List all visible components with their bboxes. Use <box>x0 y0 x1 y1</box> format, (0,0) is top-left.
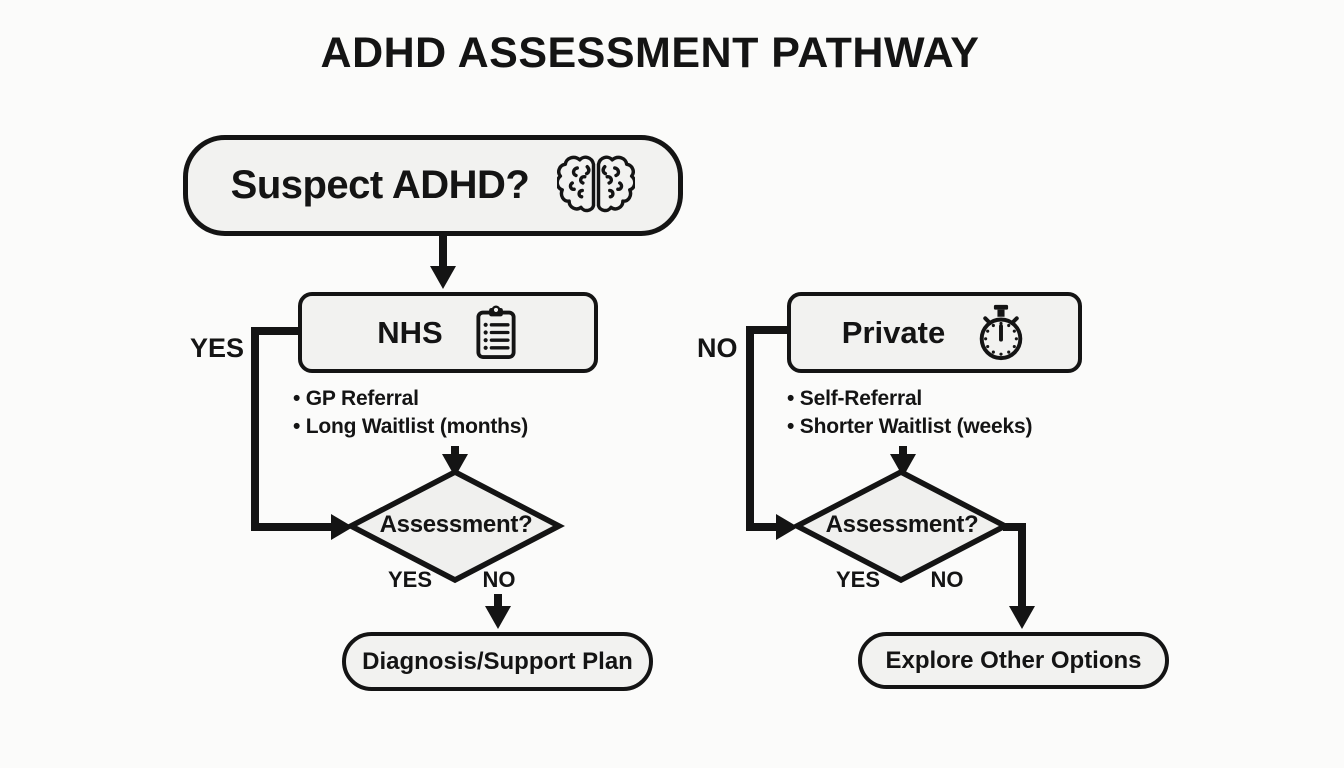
connector-assessment-to-explore <box>1003 523 1035 629</box>
nhs-bullet-list: • GP Referral • Long Waitlist (months) <box>293 385 528 440</box>
private-bullet-list: • Self-Referral • Shorter Waitlist (week… <box>787 385 1032 440</box>
nhs-assessment-diamond <box>345 468 565 584</box>
private-decision-no-label: NO <box>930 567 964 592</box>
connector-no-branch <box>746 326 798 540</box>
start-node-label: Suspect ADHD? <box>230 163 530 207</box>
nhs-bullet-item: • GP Referral <box>293 387 419 410</box>
no-branch-label: NO <box>697 333 738 363</box>
yes-branch-label: YES <box>190 333 245 363</box>
nhs-decision-yes-label: YES <box>387 567 433 592</box>
connector-assessment-to-diagnosis <box>485 594 511 629</box>
clipboard-icon <box>476 305 516 359</box>
diagnosis-support-plan-node: Diagnosis/Support Plan <box>342 632 653 691</box>
nhs-decision-no-label: NO <box>482 567 516 592</box>
explore-node-label: Explore Other Options <box>885 646 1142 674</box>
connector-private-to-assessment <box>890 446 916 477</box>
page-title: ADHD ASSESSMENT PATHWAY <box>320 29 980 77</box>
private-assessment-diamond <box>791 468 1011 584</box>
stopwatch-icon <box>979 304 1023 361</box>
nhs-bullet-item: • Long Waitlist (months) <box>293 414 529 438</box>
connector-start-to-nhs <box>430 236 456 289</box>
nhs-assessment-label: Assessment? <box>379 511 533 538</box>
private-node-label: Private <box>841 314 946 350</box>
start-node-suspect-adhd: Suspect ADHD? <box>183 135 683 236</box>
explore-other-options-node: Explore Other Options <box>858 632 1169 689</box>
connector-nhs-to-assessment <box>442 446 468 477</box>
nhs-node-label: NHS <box>377 314 443 350</box>
private-decision-yes-label: YES <box>835 567 881 592</box>
nhs-node: NHS <box>298 292 598 373</box>
private-assessment-label: Assessment? <box>825 511 979 538</box>
private-bullet-item: • Shorter Waitlist (weeks) <box>787 414 1033 438</box>
diagnosis-node-label: Diagnosis/Support Plan <box>362 647 633 675</box>
connector-yes-branch <box>251 327 353 540</box>
brain-icon <box>557 155 636 213</box>
private-node: Private <box>787 292 1082 373</box>
private-bullet-item: • Self-Referral <box>787 387 923 410</box>
